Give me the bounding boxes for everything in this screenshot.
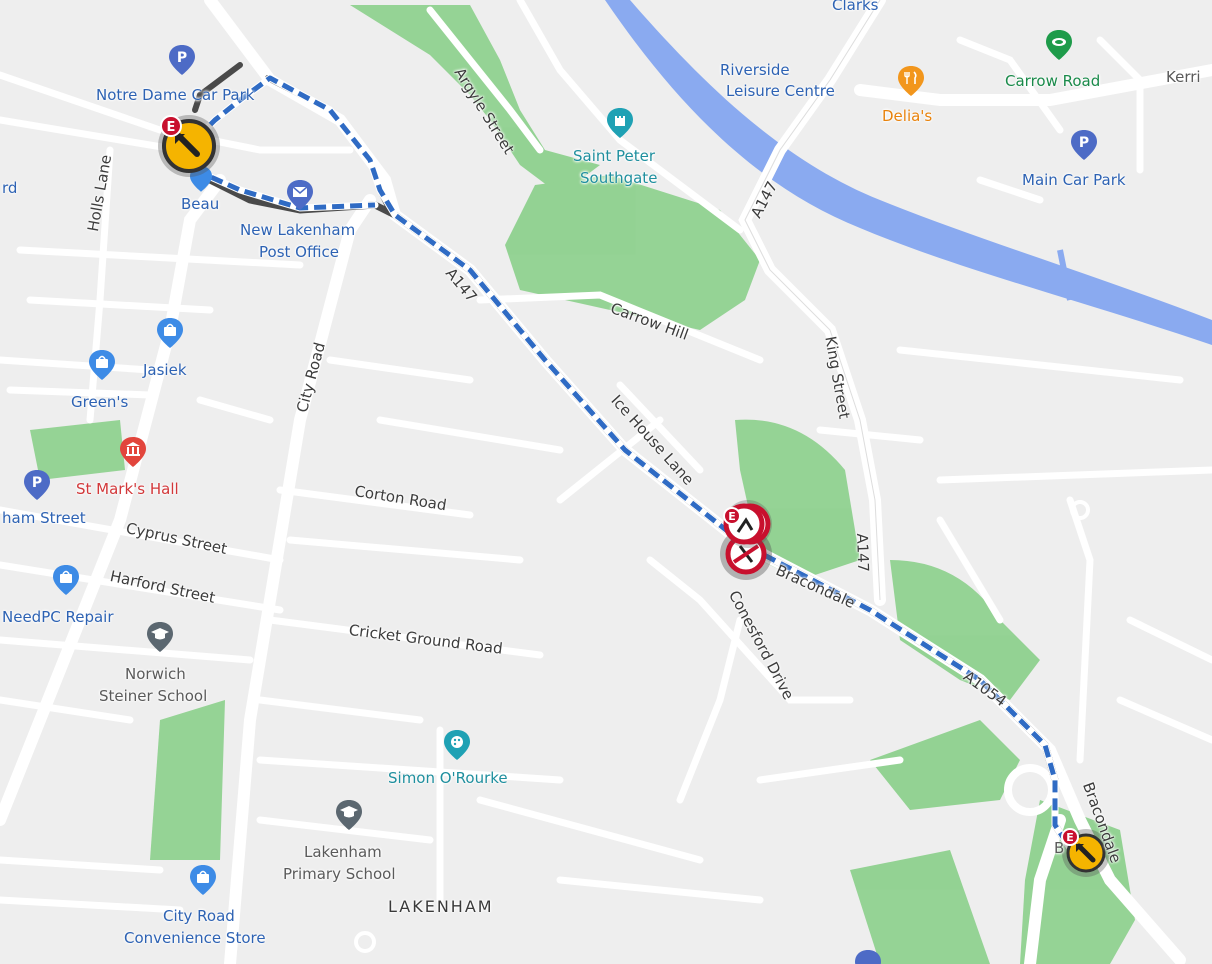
poi-label-carrow-road[interactable]: Carrow Road — [1005, 72, 1101, 90]
area-label-lakenham: LAKENHAM — [388, 897, 494, 916]
poi-label-beau[interactable]: Beau — [181, 195, 220, 213]
poi-label-steiner-line2[interactable]: Steiner School — [99, 687, 208, 705]
road-closure-icon[interactable]: E — [718, 496, 780, 582]
poi-label-jasiek[interactable]: Jasiek — [143, 361, 187, 379]
parking-icon[interactable]: P — [169, 45, 195, 75]
event-badge: E — [1066, 831, 1074, 844]
poi-label-city-road-store-line1[interactable]: City Road — [163, 907, 235, 925]
castle-icon[interactable] — [607, 108, 633, 138]
school-icon[interactable] — [336, 800, 362, 830]
parking-icon[interactable]: P — [1071, 130, 1097, 160]
location-pin-icon[interactable] — [190, 166, 216, 196]
svg-text:P: P — [1079, 135, 1089, 151]
shopping-bag-icon[interactable] — [855, 950, 881, 964]
shopping-bag-icon[interactable] — [89, 350, 115, 380]
poi-label-lakenham-primary-line1[interactable]: Lakenham — [304, 843, 382, 861]
poi-label-city-road-store-line2[interactable]: Convenience Store — [124, 929, 266, 947]
poi-label-post-office-line2[interactable]: Post Office — [259, 243, 339, 261]
poi-label-saint-peter-line2[interactable]: Southgate — [580, 169, 658, 187]
palette-icon[interactable] — [444, 730, 470, 760]
shopping-bag-icon[interactable] — [53, 565, 79, 595]
svg-text:P: P — [177, 50, 187, 66]
event-badge: E — [167, 120, 176, 135]
poi-label-greens[interactable]: Green's — [71, 393, 129, 411]
poi-label-needpc-repair[interactable]: NeedPC Repair — [2, 608, 114, 626]
poi-label-lakenham-primary-line2[interactable]: Primary School — [283, 865, 396, 883]
school-icon[interactable] — [147, 622, 173, 652]
roadworks-icon[interactable]: E — [153, 112, 225, 178]
poi-label-kerri[interactable]: Kerri — [1166, 68, 1201, 86]
poi-label-rd-edge[interactable]: rd — [2, 179, 18, 197]
event-badge: E — [728, 510, 736, 523]
shopping-bag-icon[interactable] — [157, 318, 183, 348]
poi-label-post-office-line1[interactable]: New Lakenham — [240, 221, 356, 239]
mail-icon[interactable] — [287, 180, 313, 210]
landmark-icon[interactable] — [120, 437, 146, 467]
poi-label-delias[interactable]: Delia's — [882, 107, 933, 125]
poi-label-ham-street[interactable]: ham Street — [2, 509, 86, 527]
poi-label-b-edge[interactable]: B — [1054, 839, 1065, 857]
poi-label-clarks[interactable]: Clarks — [832, 0, 879, 14]
poi-label-simon-orourke[interactable]: Simon O'Rourke — [388, 769, 508, 787]
poi-label-riverside-line1[interactable]: Riverside — [720, 61, 790, 79]
poi-label-st-marks-hall[interactable]: St Mark's Hall — [76, 480, 179, 498]
road-label-a147-east: A147 — [853, 532, 873, 573]
poi-label-main-car-park[interactable]: Main Car Park — [1022, 171, 1126, 189]
svg-text:P: P — [32, 475, 42, 491]
poi-label-saint-peter-line1[interactable]: Saint Peter — [573, 147, 656, 165]
poi-label-steiner-line1[interactable]: Norwich — [125, 665, 186, 683]
parking-icon[interactable]: P — [24, 470, 50, 500]
stadium-icon[interactable] — [1046, 30, 1072, 60]
shopping-bag-icon[interactable] — [190, 865, 216, 895]
roadworks-icon[interactable]: E — [1056, 825, 1114, 879]
restaurant-icon[interactable] — [898, 66, 924, 96]
poi-label-riverside-line2[interactable]: Leisure Centre — [726, 82, 835, 100]
poi-label-notre-dame[interactable]: Notre Dame Car Park — [96, 86, 255, 104]
